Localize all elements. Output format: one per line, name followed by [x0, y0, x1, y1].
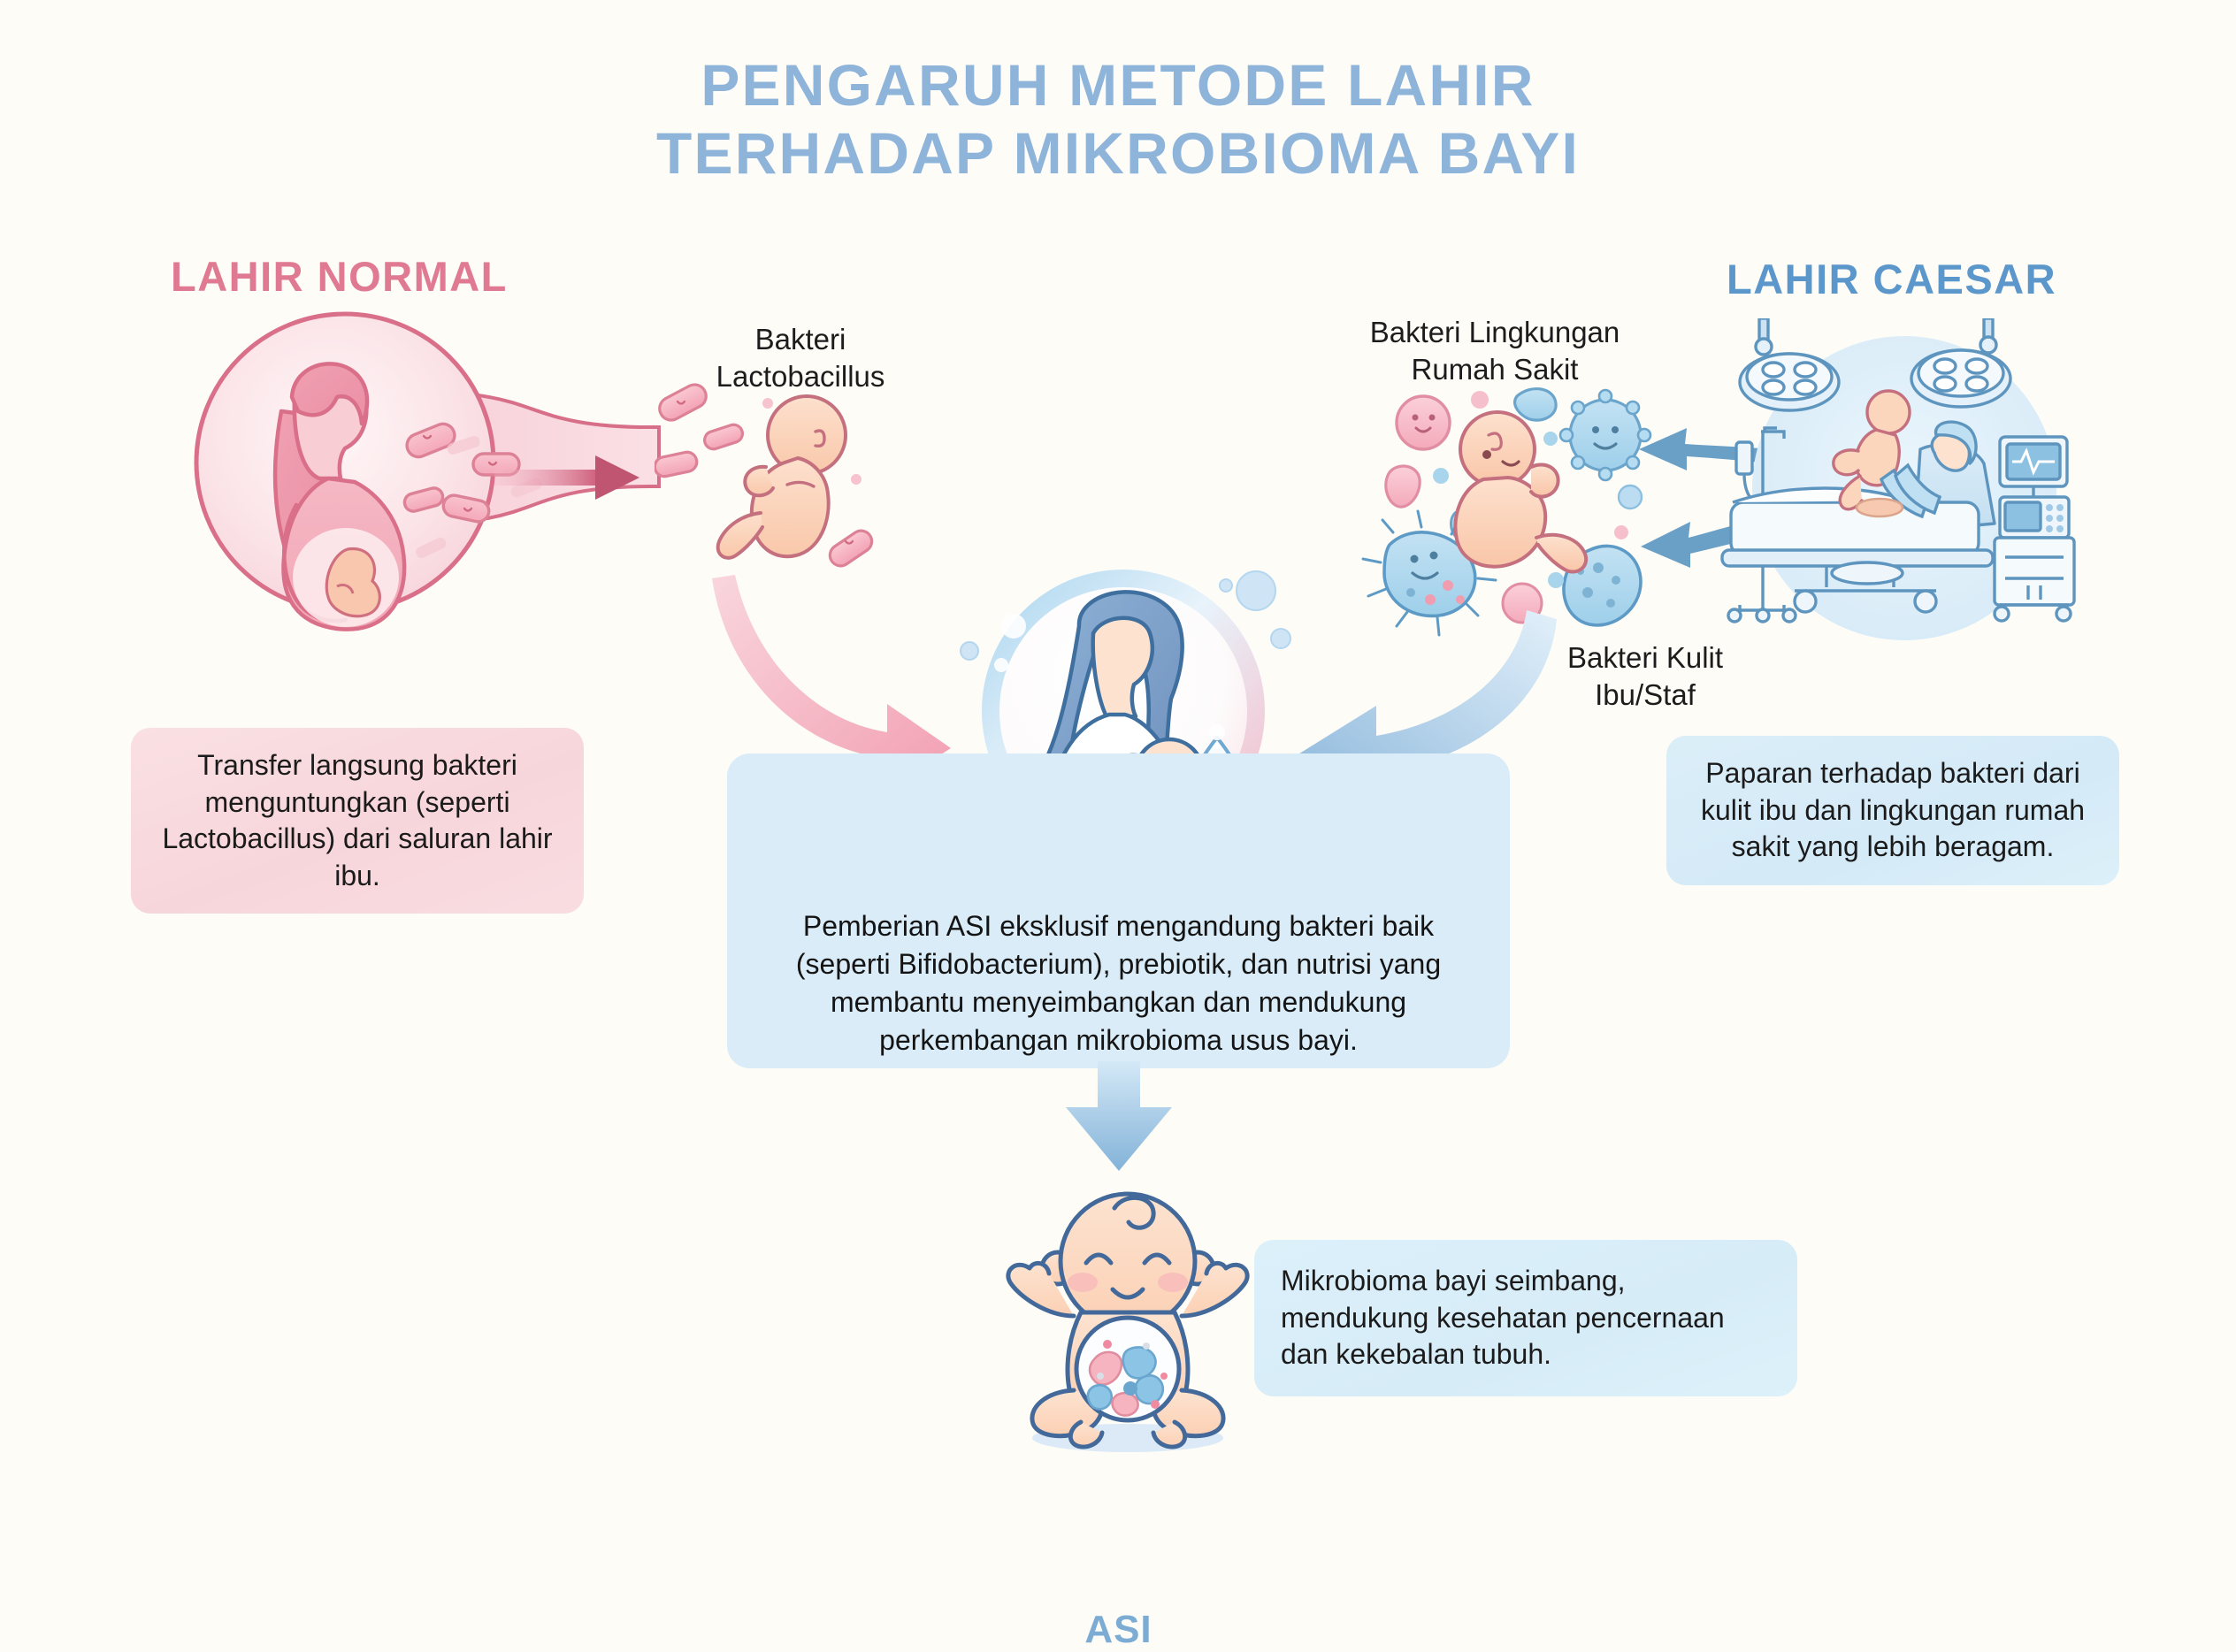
flow-arrow-center-to-baby [1048, 1061, 1190, 1185]
fetus-icon [293, 528, 399, 627]
blush-icon [1158, 1273, 1188, 1292]
healthy-baby-illustration [982, 1167, 1274, 1459]
ear-curl [814, 429, 826, 448]
label-lactobacillus-l2: Lactobacillus [716, 359, 885, 393]
infographic-canvas: PENGARUH METODE LAHIR TERHADAP MIKROBIOM… [0, 51, 2236, 1651]
newborn-baby-icon [716, 394, 847, 560]
blue-bacillus-icon [1361, 509, 1497, 637]
blush-icon [1068, 1273, 1098, 1292]
asi-title: ASI [1084, 1608, 1152, 1651]
baby-face-icon [1084, 1252, 1172, 1300]
section-heading-caesarean: LAHIR CAESAR [1727, 256, 2057, 302]
flow-arrow-normal-to-center [685, 548, 977, 814]
blue-spiky-coccus-icon [1558, 388, 1652, 482]
arrow-right-icon [494, 455, 639, 500]
operating-room-illustration [1703, 318, 2092, 654]
label-skin-l1: Bakteri Kulit [1566, 641, 1724, 674]
page-title: PENGARUH METODE LAHIR TERHADAP MIKROBIOM… [0, 51, 2236, 187]
incision-icon [1855, 497, 1904, 518]
label-lactobacillus: Bakteri Lactobacillus [677, 321, 924, 394]
diverse-bacteria-illustration [1349, 380, 1685, 663]
label-lactobacillus-l1: Bakteri [754, 323, 846, 356]
callout-balanced-microbiome: Mikrobioma bayi seimbang, mendukung kese… [1254, 1240, 1797, 1396]
small-dot-icon [1433, 391, 1643, 588]
surgical-light-icon [1738, 318, 1841, 412]
transfer-arrow [491, 447, 650, 509]
hair-curl-icon [1112, 1195, 1156, 1230]
curved-arrow-right-icon [712, 575, 951, 789]
dot-icon [851, 474, 861, 485]
newborn-left-illustration [655, 380, 884, 610]
title-line-1: PENGARUH METODE LAHIR [701, 52, 1535, 118]
pink-rod-icon [1384, 464, 1421, 509]
lactobacillus-rod-icon [402, 422, 521, 524]
arrow-down-icon [1066, 1061, 1172, 1171]
pink-coccus-icon [1395, 394, 1451, 451]
section-heading-normal-birth: LAHIR NORMAL [171, 253, 508, 300]
staff-arms-icon [1879, 463, 1942, 519]
vital-monitor-icon [1993, 435, 2076, 623]
surgical-light-icon [1910, 318, 2012, 409]
asi-description: Pemberian ASI eksklusif mengandung bakte… [795, 910, 1442, 1056]
newborn-baby-icon [1453, 410, 1588, 574]
gut-microbiome-icon [1074, 1315, 1182, 1423]
dot-icon [762, 398, 773, 409]
callout-normal-birth: Transfer langsung bakteri menguntungkan … [131, 728, 584, 914]
newborn-held-icon [1832, 389, 1911, 511]
label-skin-bacteria: Bakteri Kulit Ibu/Staf [1517, 639, 1773, 713]
label-hospital-l1: Bakteri Lingkungan [1369, 316, 1620, 348]
callout-caesarean: Paparan terhadap bakteri dari kulit ibu … [1666, 736, 2119, 885]
pregnant-mother-illustration [164, 305, 677, 641]
surgical-cap [1934, 420, 1978, 465]
title-line-2: TERHADAP MIKROBIOMA BAYI [655, 119, 1581, 186]
label-hospital-l2: Rumah Sakit [1411, 352, 1579, 386]
label-skin-l2: Ibu/Staf [1595, 677, 1696, 711]
label-hospital-bacteria: Bakteri Lingkungan Rumah Sakit [1349, 314, 1641, 387]
blue-comma-bacterium-icon [1513, 387, 1558, 422]
